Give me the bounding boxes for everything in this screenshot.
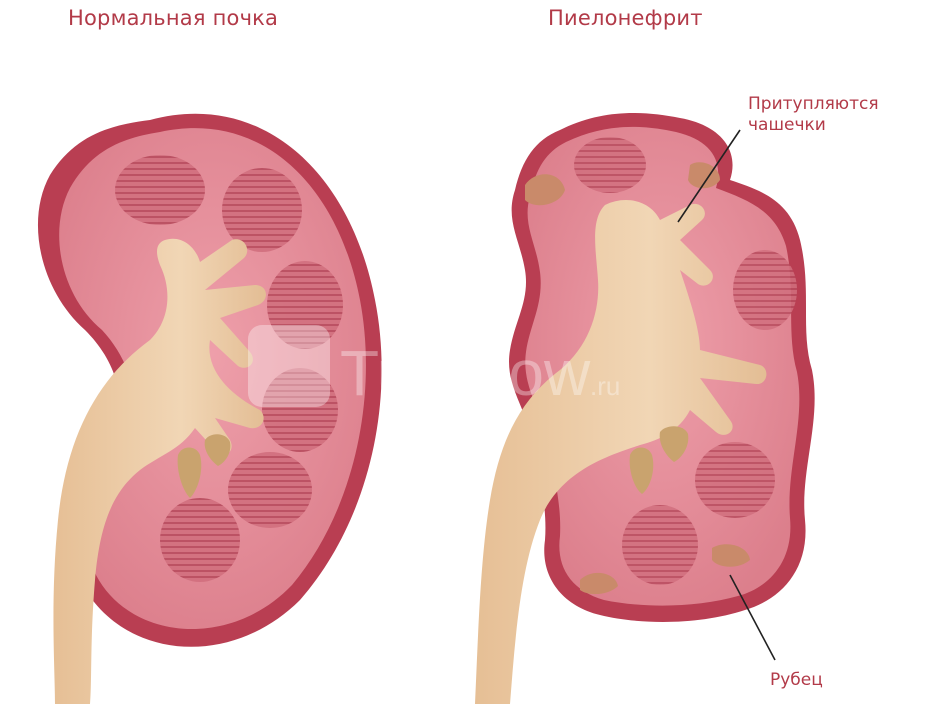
watermark-brand: TutKnow [340,337,591,409]
pyramid [733,250,797,330]
watermark: TutKnow .ru [248,325,620,409]
calyces-annotation-line1: Притупляются [748,94,879,115]
watermark-suffix: .ru [590,371,620,401]
normal-kidney [38,114,382,704]
watermark-logo-icon [248,325,330,407]
pyramid [222,168,302,252]
calyces-annotation-line2: чашечки [748,115,879,136]
pyramid [695,442,775,518]
pyramid [160,498,240,582]
pyramid [228,452,312,528]
pyramid [115,155,205,225]
scar-annotation: Рубец [770,670,823,691]
pyramid [574,137,646,193]
pyramid [622,505,698,585]
calyces-annotation: Притупляются чашечки [748,94,879,136]
